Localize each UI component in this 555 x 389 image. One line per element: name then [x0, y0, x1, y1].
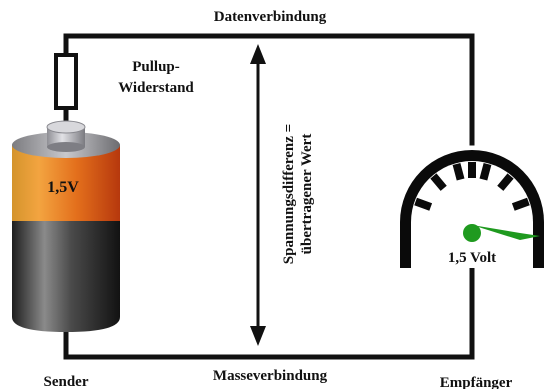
needle-hub [463, 224, 481, 242]
voltage-diff-label-line2: übertragener Wert [299, 134, 315, 255]
sender-label: Sender [44, 374, 89, 389]
meter-tick-marks [414, 162, 530, 211]
meter-tick [430, 173, 447, 191]
double-arrow-icon [250, 44, 266, 346]
battery-body [12, 218, 120, 332]
resistor-icon [54, 53, 78, 110]
needle-icon [472, 225, 540, 240]
meter-tick [511, 197, 530, 211]
battery-cap-bottom [47, 142, 85, 152]
meter-tick [414, 197, 433, 211]
pullup-label-line2: Widerstand [118, 80, 194, 96]
meter-tick [497, 173, 514, 191]
data-connection-label: Datenverbindung [214, 9, 327, 25]
battery-cap-top [46, 120, 86, 134]
meter-reading-label: 1,5 Volt [448, 250, 496, 266]
ground-connection-label: Masseverbindung [213, 368, 328, 384]
pullup-label-line1: Pullup- [132, 59, 180, 75]
receiver-label: Empfänger [440, 375, 513, 389]
wires [63, 33, 475, 360]
meter-tick [452, 162, 465, 181]
battery-voltage-label: 1,5V [47, 179, 79, 196]
meter-tick [479, 162, 492, 181]
battery-icon [12, 120, 120, 332]
voltmeter-gauge-icon [400, 150, 544, 268]
voltage-diff-label-line1: Spannungsdifferenz = [281, 124, 297, 264]
